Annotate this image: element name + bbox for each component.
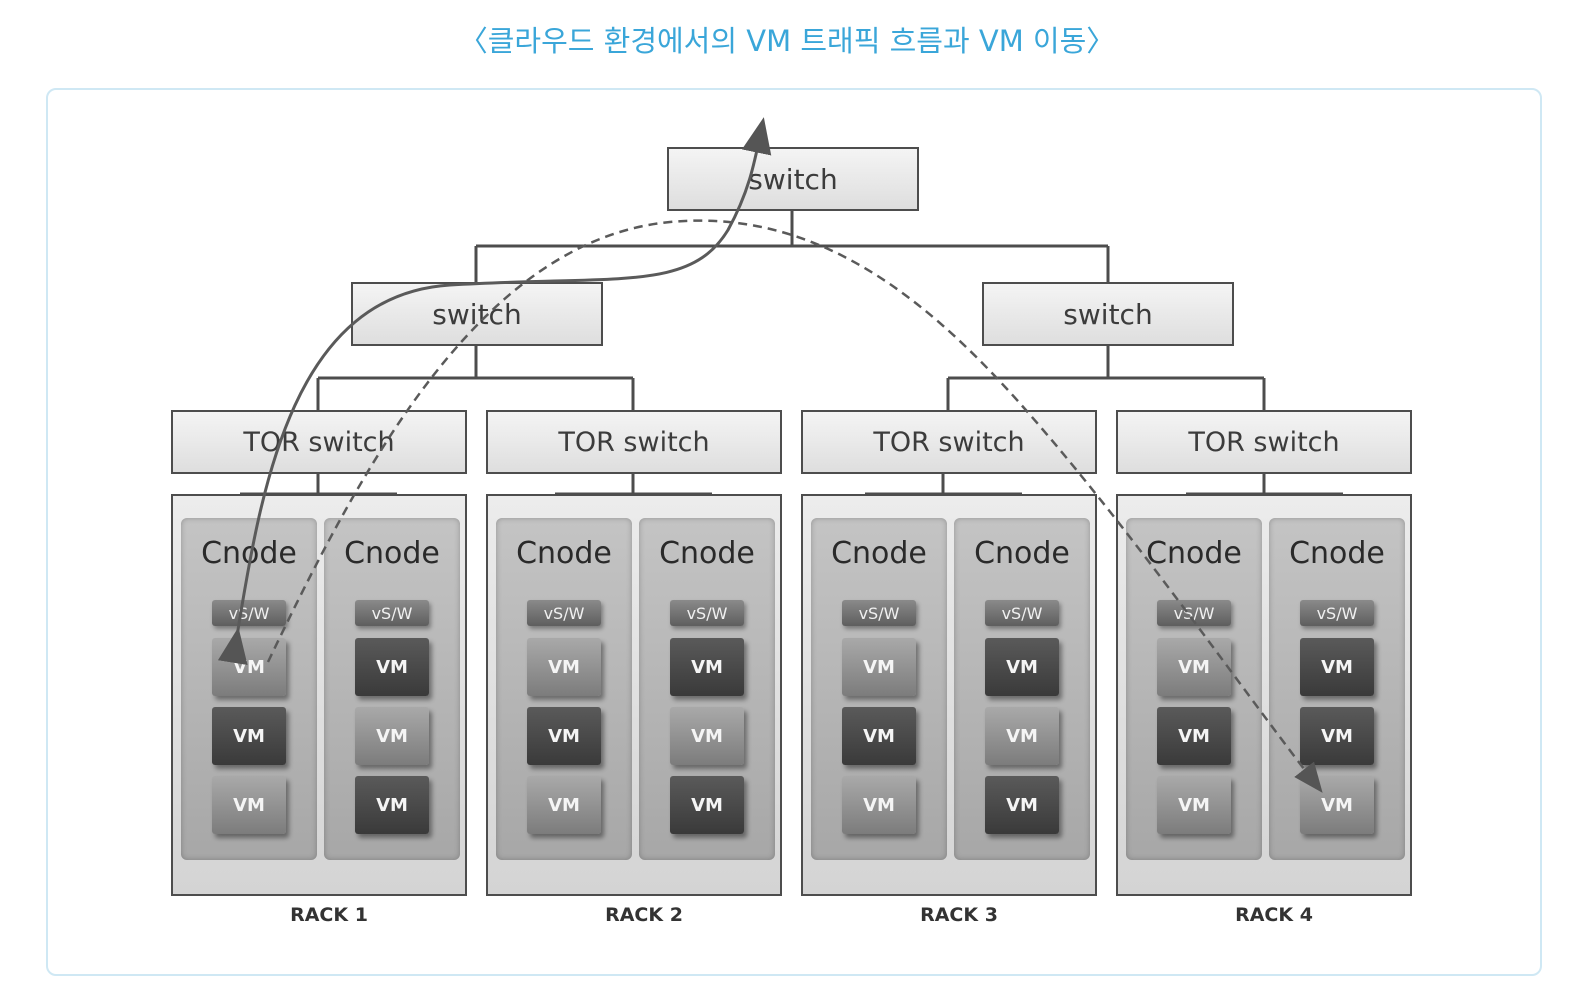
vm: VM xyxy=(670,707,744,765)
tor-switch-4: TOR switch xyxy=(1116,410,1412,474)
cnode: Cnode vS/W VM VM VM xyxy=(1269,518,1405,860)
vm: VM xyxy=(1157,707,1231,765)
vm: VM xyxy=(985,776,1059,834)
diagram-frame xyxy=(46,88,1542,976)
cnode: Cnode vS/W VM VM VM xyxy=(954,518,1090,860)
rack-label: RACK 3 xyxy=(920,904,998,926)
vm: VM xyxy=(1157,776,1231,834)
cnode: Cnode vS/W VM VM VM xyxy=(811,518,947,860)
vm-traffic-flow-arrow xyxy=(217,117,772,666)
aggregation-switch-right: switch xyxy=(982,282,1234,346)
vm: VM xyxy=(1300,707,1374,765)
vm: VM xyxy=(1300,638,1374,696)
virtual-switch: vS/W xyxy=(985,600,1059,626)
cnode-label: Cnode xyxy=(1146,536,1242,571)
virtual-switch: vS/W xyxy=(842,600,916,626)
diagram-title: 〈클라우드 환경에서의 VM 트래픽 흐름과 VM 이동〉 xyxy=(458,24,1116,58)
vm: VM xyxy=(212,707,286,765)
vm: VM xyxy=(842,638,916,696)
vm: VM xyxy=(842,707,916,765)
vm: VM xyxy=(985,638,1059,696)
vm: VM xyxy=(985,707,1059,765)
vm: VM xyxy=(842,776,916,834)
vm: VM xyxy=(527,707,601,765)
cnode-label: Cnode xyxy=(974,536,1070,571)
virtual-switch: vS/W xyxy=(1300,600,1374,626)
vm: VM xyxy=(1300,776,1374,834)
vm: VM xyxy=(212,776,286,834)
vm: VM xyxy=(355,707,429,765)
vm: VM xyxy=(670,776,744,834)
rack-label: RACK 2 xyxy=(605,904,683,926)
tor-switch-3: TOR switch xyxy=(801,410,1097,474)
vm-migration-arrow xyxy=(266,219,1323,793)
rack-3: Cnode vS/W VM VM VM Cnode vS/W VM VM VM xyxy=(801,494,1097,896)
vm: VM xyxy=(1157,638,1231,696)
rack-label: RACK 4 xyxy=(1235,904,1313,926)
rack-label: RACK 1 xyxy=(290,904,368,926)
cnode-label: Cnode xyxy=(831,536,927,571)
vm: VM xyxy=(527,776,601,834)
vm: VM xyxy=(355,776,429,834)
cnode-label: Cnode xyxy=(1289,536,1385,571)
